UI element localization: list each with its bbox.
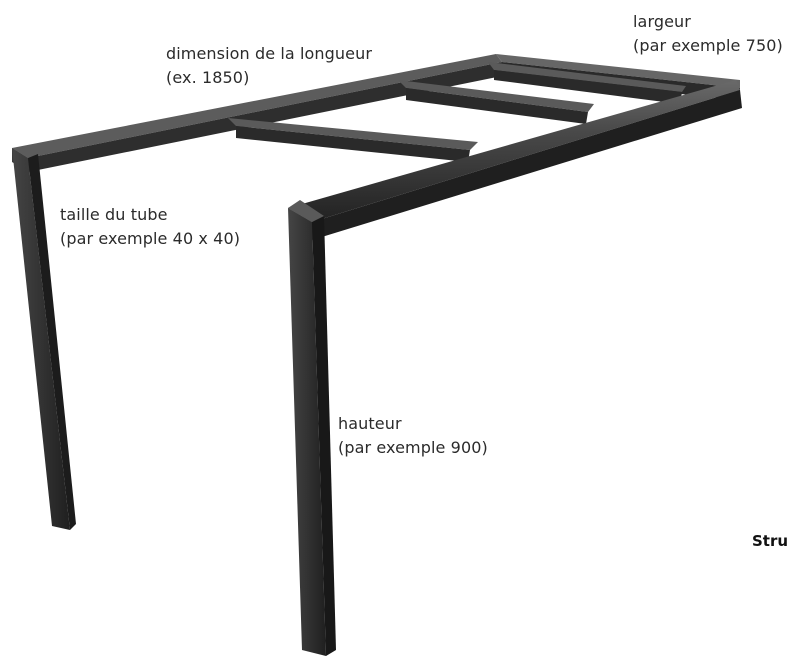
height-label-example: (par exemple 900) xyxy=(338,438,488,457)
height-dimension-label: hauteur (par exemple 900) xyxy=(338,412,488,460)
front-right-leg xyxy=(288,200,336,656)
cross-beam-3 xyxy=(488,62,686,104)
length-dimension-label: dimension de la longueur (ex. 1850) xyxy=(166,42,372,90)
tube-size-label: taille du tube (par exemple 40 x 40) xyxy=(60,203,240,251)
tube-label-example: (par exemple 40 x 40) xyxy=(60,229,241,248)
cross-beam-1 xyxy=(228,118,478,162)
length-label-title: dimension de la longueur xyxy=(166,44,373,63)
height-label-title: hauteur xyxy=(338,414,402,433)
cross-beam-2 xyxy=(398,80,594,124)
width-dimension-label: largeur (par exemple 750) xyxy=(633,10,783,58)
width-label-example: (par exemple 750) xyxy=(633,36,783,55)
left-leg xyxy=(12,148,76,530)
cut-off-heading-text: Stru xyxy=(752,532,789,550)
width-label-title: largeur xyxy=(633,12,691,31)
tube-label-title: taille du tube xyxy=(60,205,168,224)
front-long-beam xyxy=(288,80,742,240)
length-label-example: (ex. 1850) xyxy=(166,68,250,87)
